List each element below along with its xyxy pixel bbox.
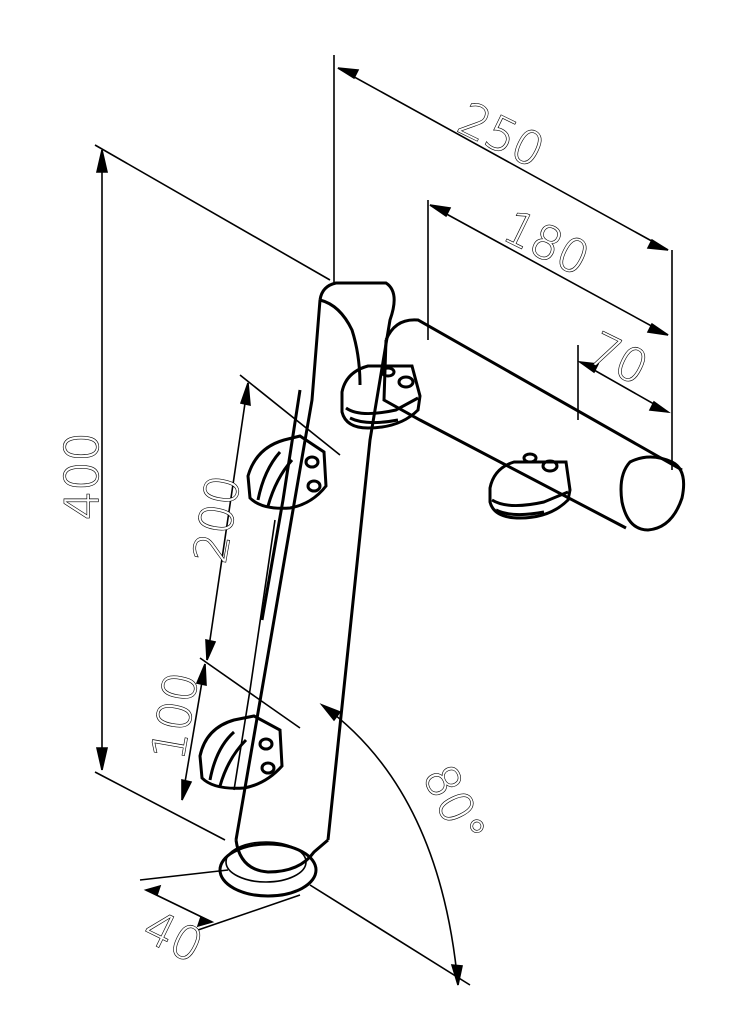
dimension-lines bbox=[95, 67, 671, 986]
dimension-label-400: 400 bbox=[55, 432, 109, 520]
glass-clamp-right bbox=[488, 452, 572, 520]
dimension-label-70: 70 bbox=[580, 321, 656, 395]
dimension-label-200: 200 bbox=[183, 471, 251, 567]
glass-clamp-lower-post bbox=[198, 714, 284, 790]
dimension-label-40: 40 bbox=[135, 899, 211, 973]
baluster-post bbox=[233, 281, 396, 841]
dimension-label-100: 100 bbox=[141, 668, 209, 764]
glass-clamp-top-left bbox=[340, 364, 422, 430]
base-flange bbox=[218, 838, 329, 898]
extension-lines bbox=[94, 55, 673, 986]
glass-clamp-upper-post bbox=[246, 434, 328, 510]
dimension-label-250: 250 bbox=[450, 91, 553, 178]
dimension-label-180: 180 bbox=[495, 199, 598, 286]
